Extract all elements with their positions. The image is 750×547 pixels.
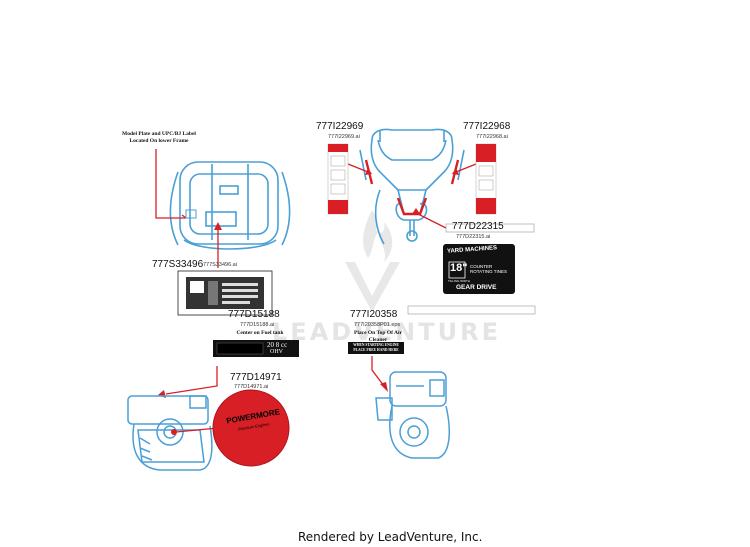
watermark-text: LEADVENTURE <box>272 318 501 346</box>
part-file: 777D22315.ai <box>456 234 491 240</box>
decal-warning-line2: PLACE FREE HAND HERE <box>353 348 399 352</box>
flame-icon <box>363 210 393 262</box>
part-file: 777D15188.ai <box>240 322 275 328</box>
decal-warning-line1: WHEN STARTING ENGINE <box>353 343 399 347</box>
part-file: 777D14971.ai <box>234 384 269 390</box>
placeholder-bar-d22315 <box>445 223 535 233</box>
part-number: 777D15188 <box>228 309 280 320</box>
part-number: 777D14971 <box>230 372 282 383</box>
callout-handle-decals <box>347 163 477 229</box>
part-file: 777I22968.ai <box>476 134 508 140</box>
note-fuel-tank: Center on Fuel tank <box>236 330 284 336</box>
callout-model-plate <box>155 149 187 219</box>
footer-credit: Rendered by LeadVenture, Inc. <box>298 530 483 544</box>
part-number: 777I22968 <box>463 121 511 132</box>
callout-powermore <box>175 427 219 433</box>
part-number: 777S33496 <box>152 259 204 270</box>
note-model-plate: Model Plate and UPC/BJ Label Located On … <box>122 131 196 144</box>
decal-cc-text: 20 8 cc <box>267 341 288 349</box>
part-number: 777D22315 <box>452 221 504 232</box>
decal-tine-unit: TILLING WIDTH <box>448 279 471 283</box>
part-number: 777I20358 <box>350 309 398 320</box>
decal-i22969 <box>327 143 349 215</box>
part-file: 777I20358P01.eps <box>354 322 401 328</box>
decal-i22968 <box>475 143 497 215</box>
part-file: 777I22969.ai <box>328 134 360 140</box>
decal-tine-size: 18" <box>450 262 468 274</box>
note-air-cleaner: Place On Top Of Air Cleaner <box>354 330 402 343</box>
engine-left <box>127 395 213 471</box>
tiller-tine-housing <box>169 161 291 250</box>
callout-fuel-tank <box>165 366 218 395</box>
decal-d14971 <box>212 389 290 467</box>
decal-i20358 <box>348 342 404 354</box>
part-number: 777I22969 <box>316 121 364 132</box>
decal-ohv-text: OHV <box>270 349 283 355</box>
placeholder-bar-i20358 <box>407 305 536 315</box>
decal-d15188 <box>213 340 299 357</box>
part-file: 777S33496.ai <box>203 262 237 268</box>
decal-tine-desc: COUNTER ROTATING TINES <box>470 264 508 274</box>
decal-s33496 <box>177 270 273 316</box>
callout-air-cleaner <box>371 356 385 387</box>
decal-gear-drive: GEAR DRIVE <box>456 284 497 291</box>
logo-mark-icon <box>345 262 400 312</box>
decal-d22315 <box>443 244 515 294</box>
engine-right <box>375 371 451 459</box>
